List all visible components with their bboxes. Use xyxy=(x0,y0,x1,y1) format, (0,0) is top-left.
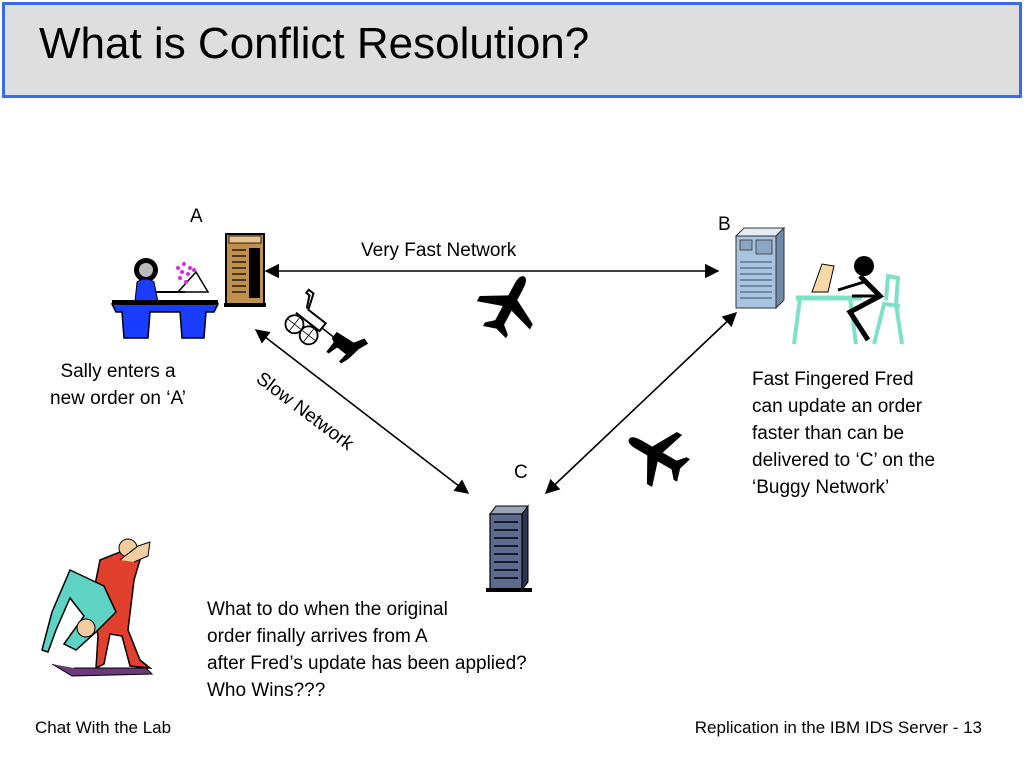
question-note-line: What to do when the original xyxy=(207,599,448,620)
fred-note-line: Fast Fingered Fred xyxy=(752,369,914,390)
airplane-icon xyxy=(614,413,699,497)
buggy-network-arrow xyxy=(544,312,738,494)
server-c-icon xyxy=(486,504,532,592)
sally-at-desk-icon xyxy=(110,258,220,339)
fred-note-line: ‘Buggy Network’ xyxy=(752,477,890,498)
wrestlers-icon xyxy=(41,538,154,677)
footer-right: Replication in the IBM IDS Server - 13 xyxy=(694,718,982,737)
airplane-icon xyxy=(468,262,551,347)
sally-note: Sally enters a new order on ‘A’ xyxy=(30,358,206,412)
sally-note-line: Sally enters a xyxy=(60,361,176,382)
server-b-icon xyxy=(734,226,786,310)
server-a-icon xyxy=(224,233,266,307)
node-b-label: B xyxy=(718,214,731,235)
fred-at-desk-icon xyxy=(792,256,904,345)
fred-note-line: faster than can be xyxy=(752,423,905,444)
fred-note: Fast Fingered Fred can update an order f… xyxy=(752,366,935,501)
slide-title: What is Conflict Resolution? xyxy=(39,19,590,68)
question-note-line: after Fred’s update has been applied? xyxy=(207,653,527,674)
node-a-label: A xyxy=(190,206,203,227)
fred-note-line: can update an order xyxy=(752,396,923,417)
fast-network-label: Very Fast Network xyxy=(361,240,517,261)
sally-note-line: new order on ‘A’ xyxy=(50,388,186,409)
title-bar: What is Conflict Resolution? xyxy=(2,2,1022,98)
horse-buggy-icon xyxy=(284,288,369,364)
slow-network-arrow xyxy=(254,329,470,494)
node-c-label: C xyxy=(514,462,528,483)
question-note: What to do when the original order final… xyxy=(207,596,527,704)
footer-left: Chat With the Lab xyxy=(35,718,172,737)
question-note-line: Who Wins??? xyxy=(207,680,326,701)
fred-note-line: delivered to ‘C’ on the xyxy=(752,450,936,471)
question-note-line: order finally arrives from A xyxy=(207,626,428,647)
